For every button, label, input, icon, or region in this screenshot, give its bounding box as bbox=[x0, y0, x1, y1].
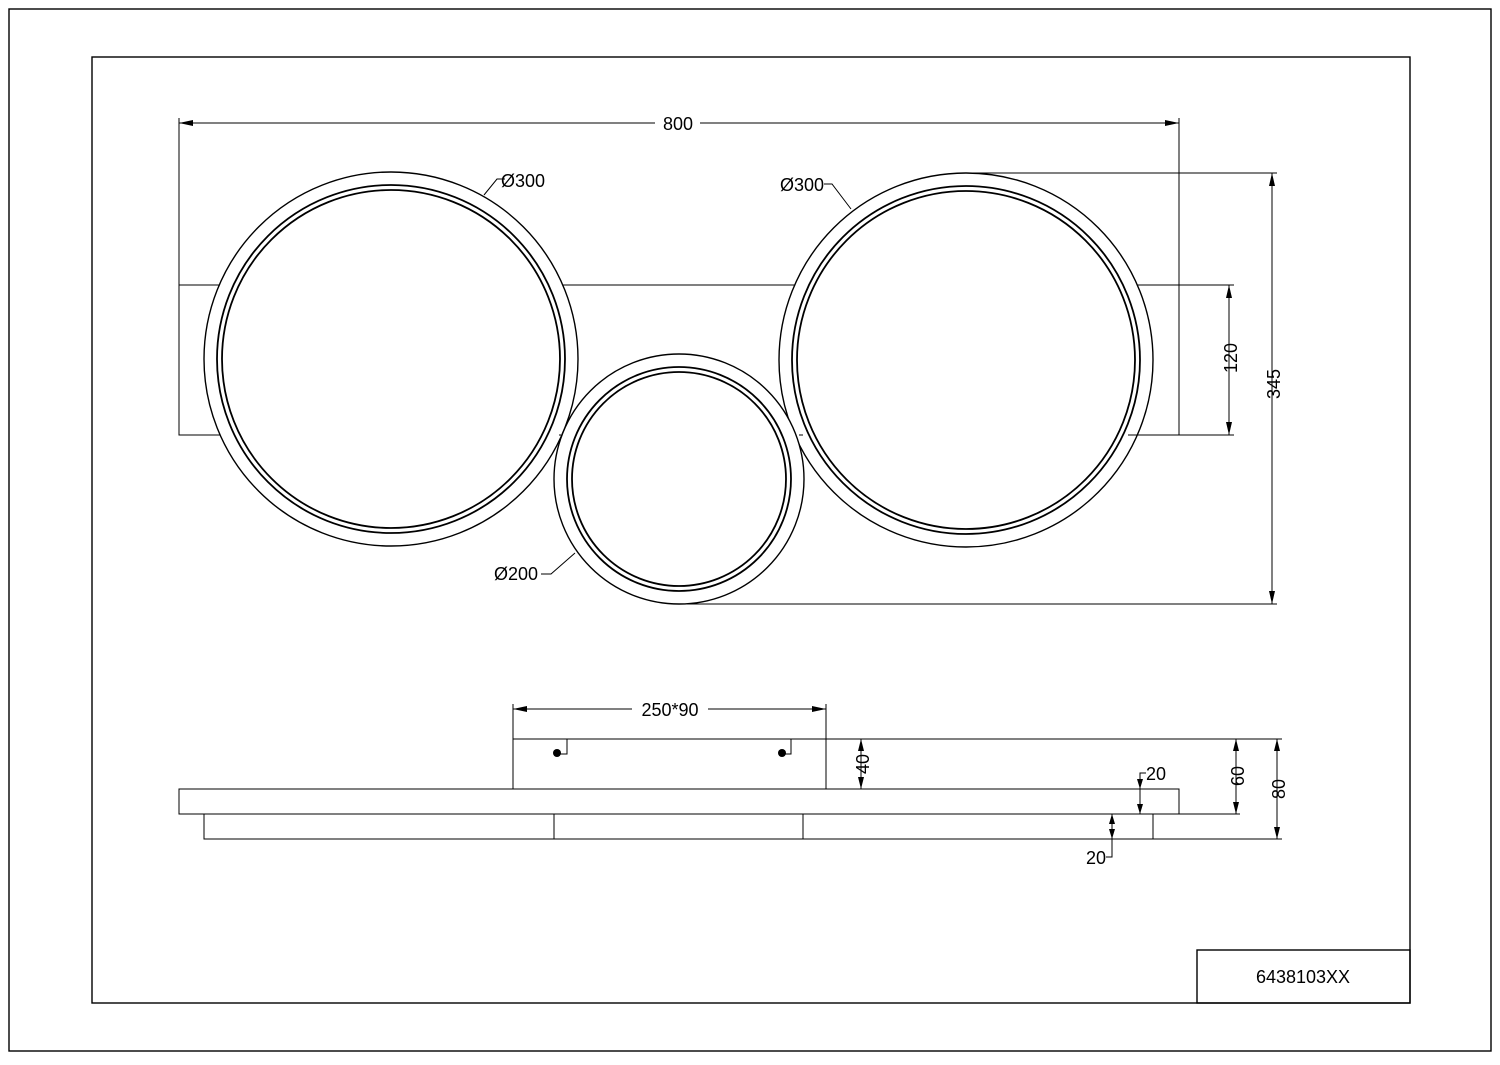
svg-text:60: 60 bbox=[1228, 766, 1248, 786]
outer-border bbox=[8, 8, 1492, 1052]
canopy bbox=[512, 738, 827, 790]
dim-height-60: 60 bbox=[1179, 739, 1248, 815]
svg-text:120: 120 bbox=[1221, 343, 1241, 373]
leader-right-ring: Ø300 bbox=[780, 175, 852, 210]
dim-canopy-height: 40 bbox=[826, 738, 1282, 789]
ring-segment-right bbox=[802, 813, 1154, 840]
svg-text:80: 80 bbox=[1269, 779, 1289, 799]
svg-text:800: 800 bbox=[663, 114, 693, 134]
main-plate bbox=[178, 788, 1180, 815]
small-ring bbox=[553, 353, 805, 605]
svg-text:20: 20 bbox=[1146, 764, 1166, 784]
inner-frame bbox=[91, 56, 1411, 1004]
svg-text:250*90: 250*90 bbox=[641, 700, 698, 720]
title-block: 6438103XX bbox=[1196, 949, 1411, 1004]
side-view: 250*90 40 20 20 bbox=[178, 700, 1289, 868]
dim-rings-thickness: 20 bbox=[1086, 814, 1115, 868]
svg-text:345: 345 bbox=[1264, 369, 1284, 399]
dim-bar-height: 120 bbox=[1179, 284, 1241, 436]
svg-text:Ø300: Ø300 bbox=[780, 175, 824, 195]
mounting-screw-left bbox=[553, 739, 568, 757]
part-number: 6438103XX bbox=[1256, 967, 1350, 987]
mounting-screw-right bbox=[778, 739, 792, 757]
dim-overall-height: 345 bbox=[679, 172, 1284, 605]
ring-segment-middle bbox=[553, 813, 804, 840]
dim-canopy-size: 250*90 bbox=[512, 700, 827, 739]
dim-overall-width: 800 bbox=[178, 114, 1180, 285]
top-view: 800 Ø300 Ø300 Ø200 120 bbox=[178, 114, 1284, 605]
dim-total-height: 80 bbox=[1153, 739, 1289, 840]
svg-text:Ø300: Ø300 bbox=[501, 171, 545, 191]
leader-left-ring: Ø300 bbox=[483, 171, 545, 196]
leader-small-ring: Ø200 bbox=[494, 552, 576, 584]
right-ring bbox=[778, 172, 1154, 548]
left-ring bbox=[203, 171, 579, 547]
ring-segment-left bbox=[203, 813, 555, 840]
svg-text:Ø200: Ø200 bbox=[494, 564, 538, 584]
dim-plate-thickness: 20 bbox=[1137, 764, 1166, 814]
svg-text:40: 40 bbox=[853, 754, 873, 774]
svg-text:20: 20 bbox=[1086, 848, 1106, 868]
